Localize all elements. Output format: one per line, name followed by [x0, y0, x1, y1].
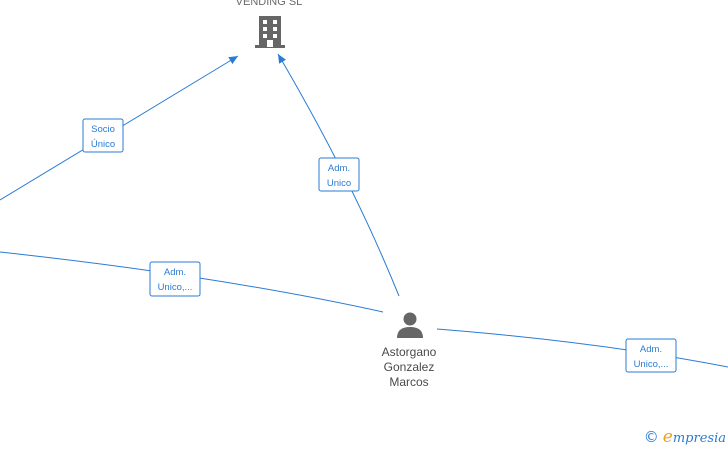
brand-logo: empresia — [663, 427, 726, 447]
edge-label-line-1: Adm. — [164, 267, 186, 278]
person-icon[interactable] — [397, 312, 423, 339]
edge-label-line-2: Unico,... — [634, 359, 669, 370]
building-icon[interactable] — [255, 16, 285, 48]
person-name-line-1[interactable]: Astorgano — [382, 345, 437, 359]
copyright-icon: © — [643, 428, 659, 446]
edge-label-line-1: Adm. — [328, 163, 350, 174]
empresia-watermark: © empresia — [644, 427, 726, 447]
edge-label-socio-unico[interactable]: Socio Único — [82, 118, 124, 153]
person-name-line-2[interactable]: Gonzalez — [384, 360, 435, 374]
edge-label-adm-unico-left[interactable]: Adm. Unico,... — [149, 261, 201, 297]
edge-line-adm-unico-left — [0, 251, 384, 313]
edge-line-adm-unico-right — [436, 328, 728, 368]
company-label[interactable]: VENDING SL — [236, 0, 303, 8]
edge-label-line-2: Unico — [327, 178, 351, 189]
edge-label-line-2: Unico,... — [158, 282, 193, 293]
brand-initial: e — [662, 427, 673, 447]
person-name-line-3[interactable]: Marcos — [389, 375, 428, 389]
edge-label-adm-unico-right[interactable]: Adm. Unico,... — [625, 338, 677, 373]
brand-name: mpresia — [672, 431, 726, 446]
edge-label-line-1: Socio — [91, 124, 115, 135]
edge-label-line-2: Único — [91, 139, 115, 150]
edge-label-line-1: Adm. — [640, 344, 662, 355]
edge-label-adm-unico-top[interactable]: Adm. Unico — [318, 157, 360, 192]
